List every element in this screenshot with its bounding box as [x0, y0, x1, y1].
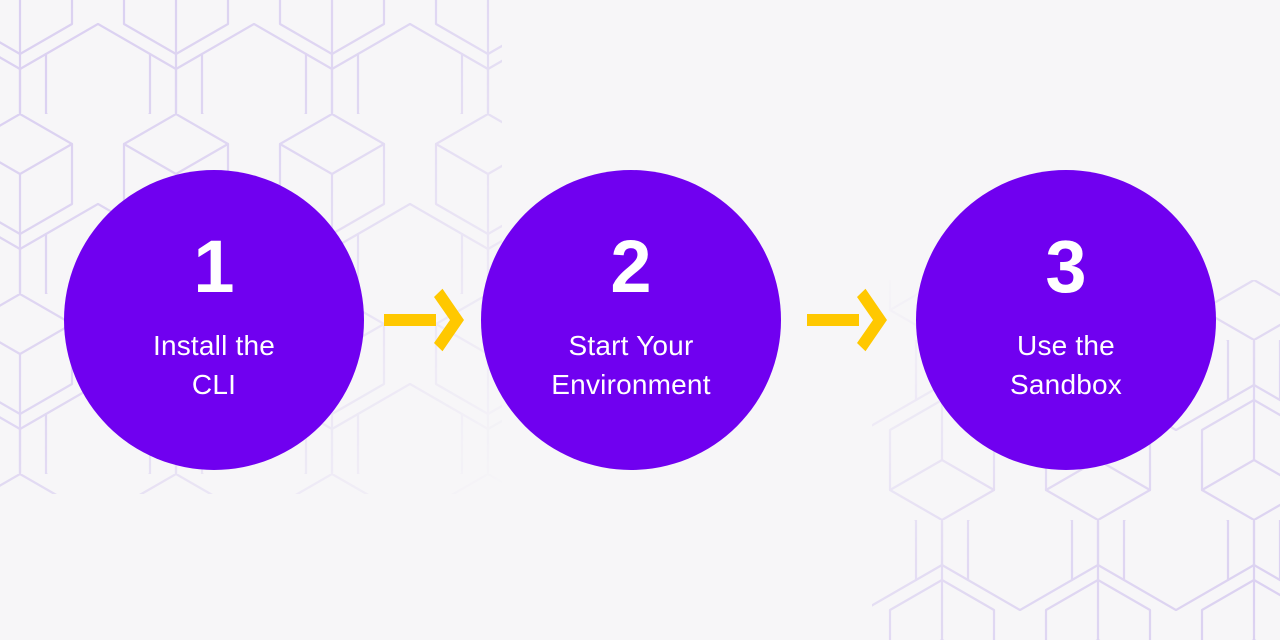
step-2-number: 2 [610, 225, 652, 308]
step-3-label: Use the Sandbox [1010, 330, 1122, 400]
step-2-label: Start Your Environment [551, 330, 711, 400]
step-1-number: 1 [193, 225, 235, 308]
arrow-right-icon-secondary [805, 288, 889, 352]
step-2-circle[interactable]: 2 Start Your Environment [481, 170, 781, 470]
step-3-circle[interactable]: 3 Use the Sandbox [916, 170, 1216, 470]
step-3-number: 3 [1045, 225, 1087, 308]
step-1-label: Install the CLI [152, 330, 276, 400]
step-1-circle[interactable]: 1 Install the CLI [64, 170, 364, 470]
arrow-right-icon [382, 288, 466, 352]
